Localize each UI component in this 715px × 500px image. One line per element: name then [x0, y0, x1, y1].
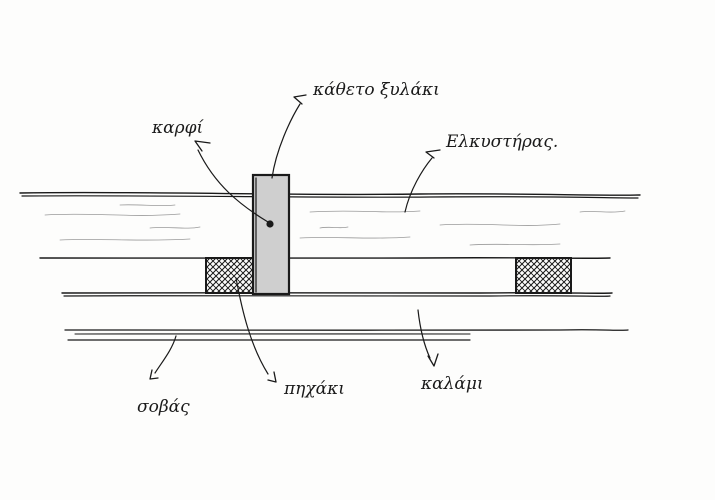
label-base: σοβάς — [137, 397, 190, 417]
vertical-batten — [251, 173, 291, 296]
label-tie-beam: Ελκυστήρας. — [445, 132, 558, 152]
label-nail: καρφί — [151, 118, 205, 138]
label-reed: καλάμι — [420, 374, 484, 394]
tie-beam — [19, 191, 641, 259]
plaster-layer — [64, 329, 629, 341]
block-left — [205, 257, 254, 294]
label-vertical-batten: κάθετο ξυλάκι — [312, 80, 440, 100]
block-right — [515, 257, 572, 294]
leader-lines — [149, 94, 441, 383]
label-block: πηχάκι — [283, 379, 345, 399]
reed-layer — [61, 292, 613, 297]
